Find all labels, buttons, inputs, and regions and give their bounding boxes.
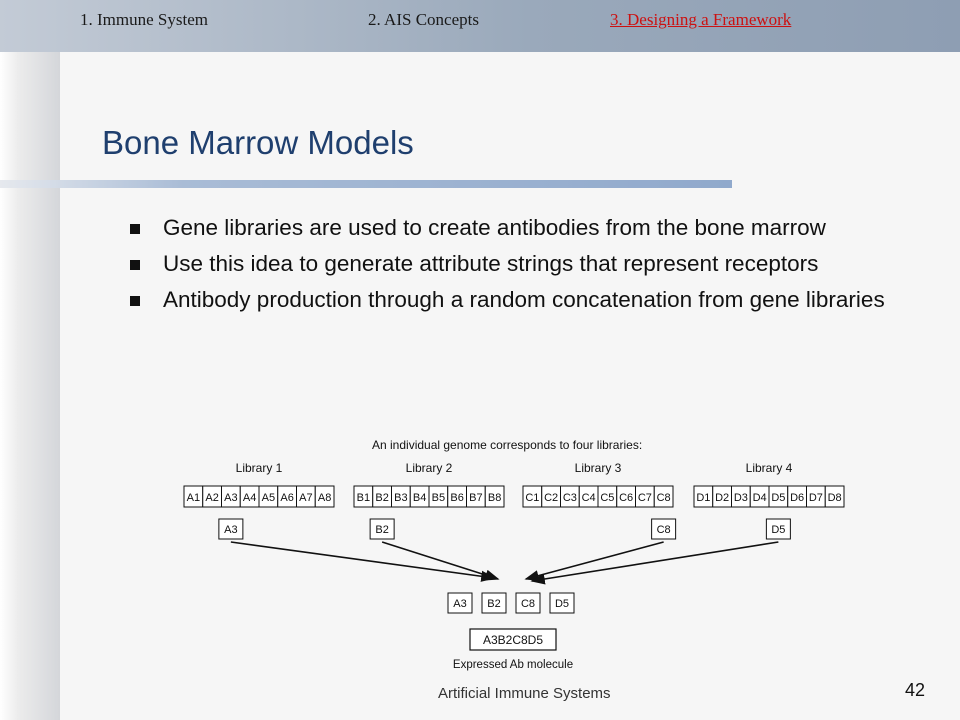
selected-gene-box bbox=[651, 518, 677, 540]
library-cell-label: D3 bbox=[734, 492, 748, 504]
library-cell bbox=[653, 485, 674, 508]
library-label: Library 1 bbox=[236, 461, 283, 475]
library-cell bbox=[824, 485, 845, 508]
assembly-arrow bbox=[230, 541, 496, 582]
slide-background bbox=[60, 0, 960, 720]
bullet-item: Gene libraries are used to create antibo… bbox=[128, 214, 928, 241]
selected-gene-label: D5 bbox=[771, 524, 785, 536]
library-label: Library 2 bbox=[406, 461, 453, 475]
library-cell-label: B7 bbox=[469, 492, 482, 504]
left-decoration bbox=[0, 0, 60, 720]
bullet-square-icon bbox=[130, 224, 140, 234]
library-cell-label: A1 bbox=[187, 492, 200, 504]
assembly-arrow bbox=[381, 541, 500, 581]
library-cell-label: D1 bbox=[696, 492, 710, 504]
library-cell-label: A4 bbox=[243, 492, 256, 504]
library-cell-label: B4 bbox=[413, 492, 426, 504]
diagram-caption: An individual genome corresponds to four… bbox=[372, 438, 642, 452]
title-underline bbox=[0, 180, 732, 188]
combined-gene-box bbox=[515, 592, 541, 614]
library-cell-label: C2 bbox=[544, 492, 558, 504]
library-label: Library 3 bbox=[575, 461, 622, 475]
selected-gene-label: C8 bbox=[657, 524, 671, 536]
library-cell bbox=[484, 485, 505, 508]
page-number: 42 bbox=[905, 680, 926, 700]
library-cell-label: C8 bbox=[657, 492, 671, 504]
library-cell-label: D4 bbox=[753, 492, 767, 504]
bullet-list: Gene libraries are used to create antibo… bbox=[128, 214, 928, 322]
bullet-item: Antibody production through a random con… bbox=[128, 286, 928, 313]
combined-gene-box bbox=[549, 592, 575, 614]
bullet-text: Use this idea to generate attribute stri… bbox=[163, 251, 819, 276]
library-cell-label: C4 bbox=[582, 492, 596, 504]
top-nav-bar: 1. Immune System 2. AIS Concepts 3. Desi… bbox=[0, 0, 960, 52]
library-cell-label: A3 bbox=[224, 492, 237, 504]
library-cell-label: B2 bbox=[375, 492, 388, 504]
library-cell-label: C7 bbox=[638, 492, 652, 504]
nav-ais-concepts[interactable]: 2. AIS Concepts bbox=[368, 10, 479, 29]
library-cell-label: D5 bbox=[771, 492, 785, 504]
library-cell-label: B1 bbox=[357, 492, 370, 504]
bullet-square-icon bbox=[130, 260, 140, 270]
gene-library-diagram: An individual genome corresponds to four… bbox=[183, 438, 845, 671]
combined-gene-box bbox=[481, 592, 507, 614]
assembly-arrow bbox=[524, 541, 664, 582]
slide-title: Bone Marrow Models bbox=[102, 124, 414, 161]
selected-gene-label: A3 bbox=[224, 524, 237, 536]
library-cell-label: A5 bbox=[262, 492, 275, 504]
expressed-molecule-label: A3B2C8D5 bbox=[483, 633, 543, 647]
selected-gene-box bbox=[765, 518, 791, 540]
nav-immune-system[interactable]: 1. Immune System bbox=[80, 10, 208, 29]
combined-gene-label: A3 bbox=[453, 598, 466, 610]
bullet-text: Gene libraries are used to create antibo… bbox=[163, 215, 826, 240]
library-cell-label: B3 bbox=[394, 492, 407, 504]
combined-gene-label: B2 bbox=[487, 598, 500, 610]
combined-gene-box bbox=[447, 592, 473, 614]
library-cell-label: D6 bbox=[790, 492, 804, 504]
library-cell-label: B6 bbox=[450, 492, 463, 504]
library-cell-label: D2 bbox=[715, 492, 729, 504]
library-cell-label: D8 bbox=[828, 492, 842, 504]
library-cell-label: A8 bbox=[318, 492, 331, 504]
combined-gene-label: D5 bbox=[555, 598, 569, 610]
assembly-arrow bbox=[530, 541, 779, 585]
expressed-molecule-caption: Expressed Ab molecule bbox=[453, 659, 573, 671]
selected-gene-label: B2 bbox=[375, 524, 388, 536]
library-cell bbox=[314, 485, 335, 508]
library-cell-label: C5 bbox=[600, 492, 614, 504]
bullet-square-icon bbox=[130, 296, 140, 306]
library-cell-label: C3 bbox=[563, 492, 577, 504]
bullet-text: Antibody production through a random con… bbox=[163, 287, 885, 312]
library-cell-label: A2 bbox=[205, 492, 218, 504]
selected-gene-box bbox=[218, 518, 244, 540]
library-cell-label: A7 bbox=[299, 492, 312, 504]
expressed-molecule-box bbox=[469, 628, 557, 651]
library-label: Library 4 bbox=[746, 461, 793, 475]
combined-gene-label: C8 bbox=[521, 598, 535, 610]
footer-text: Artificial Immune Systems bbox=[438, 685, 611, 702]
selected-gene-box bbox=[369, 518, 395, 540]
library-cell-label: D7 bbox=[809, 492, 823, 504]
library-cell-label: C1 bbox=[525, 492, 539, 504]
library-cell-label: C6 bbox=[619, 492, 633, 504]
library-cell-label: B8 bbox=[488, 492, 501, 504]
library-cell-label: B5 bbox=[432, 492, 445, 504]
nav-designing-framework[interactable]: 3. Designing a Framework bbox=[610, 10, 792, 29]
bullet-item: Use this idea to generate attribute stri… bbox=[128, 250, 928, 277]
library-cell-label: A6 bbox=[280, 492, 293, 504]
